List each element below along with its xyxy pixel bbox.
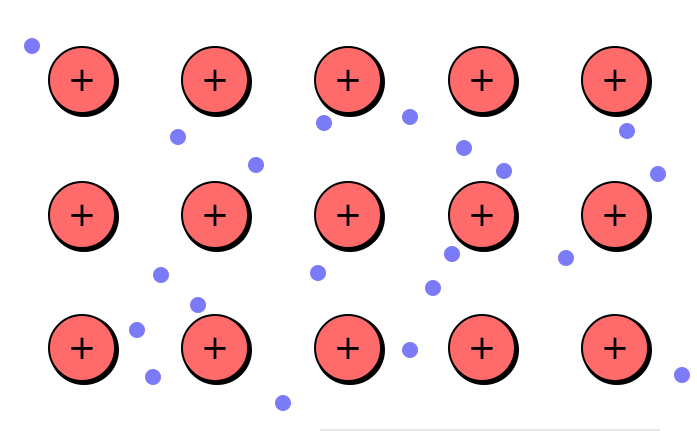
plus-sign-icon: +	[334, 328, 363, 368]
electron	[248, 157, 264, 173]
plus-sign-icon: +	[468, 195, 497, 235]
positive-ion: +	[48, 46, 119, 117]
ion-circle	[181, 46, 249, 114]
electron	[129, 322, 145, 338]
electron	[316, 115, 332, 131]
electron	[275, 395, 291, 411]
plus-sign-icon: +	[201, 328, 230, 368]
electron	[145, 369, 161, 385]
electron	[674, 367, 690, 383]
ion-circle	[581, 46, 649, 114]
electron	[444, 246, 460, 262]
plus-sign-icon: +	[68, 60, 97, 100]
plus-sign-icon: +	[68, 195, 97, 235]
positive-ion: +	[314, 181, 385, 252]
positive-ion: +	[448, 314, 519, 385]
plus-sign-icon: +	[68, 328, 97, 368]
plus-sign-icon: +	[601, 60, 630, 100]
positive-ion: +	[448, 181, 519, 252]
positive-ion: +	[181, 46, 252, 117]
electron	[153, 267, 169, 283]
plus-sign-icon: +	[201, 195, 230, 235]
positive-ion: +	[181, 181, 252, 252]
positive-ion: +	[48, 181, 119, 252]
ion-circle	[48, 181, 116, 249]
electron	[190, 297, 206, 313]
ion-circle	[314, 181, 382, 249]
positive-ion-lattice: + + + + + + + + + + + + + + +	[48, 46, 652, 385]
plus-sign-icon: +	[601, 328, 630, 368]
ion-circle	[48, 314, 116, 382]
positive-ion: +	[314, 314, 385, 385]
ion-circle	[48, 46, 116, 114]
ion-circle	[181, 181, 249, 249]
plus-sign-icon: +	[334, 60, 363, 100]
positive-ion: +	[581, 46, 652, 117]
electron	[650, 166, 666, 182]
electron	[402, 342, 418, 358]
electron	[170, 129, 186, 145]
plus-sign-icon: +	[468, 60, 497, 100]
plus-sign-icon: +	[201, 60, 230, 100]
ion-circle	[181, 314, 249, 382]
positive-ion: +	[581, 314, 652, 385]
positive-ion: +	[181, 314, 252, 385]
electron	[558, 250, 574, 266]
positive-ion: +	[48, 314, 119, 385]
electron	[310, 265, 326, 281]
ion-circle	[448, 181, 516, 249]
ion-circle	[314, 46, 382, 114]
electron-sea	[24, 38, 690, 411]
ion-circle	[581, 181, 649, 249]
positive-ion: +	[314, 46, 385, 117]
electron	[24, 38, 40, 54]
electron	[619, 123, 635, 139]
electron	[496, 163, 512, 179]
electron	[456, 140, 472, 156]
positive-ion: +	[581, 181, 652, 252]
electron	[425, 280, 441, 296]
ion-circle	[448, 46, 516, 114]
plus-sign-icon: +	[468, 328, 497, 368]
electron	[402, 109, 418, 125]
ion-circle	[314, 314, 382, 382]
plus-sign-icon: +	[334, 195, 363, 235]
ion-circle	[448, 314, 516, 382]
ion-circle	[581, 314, 649, 382]
plus-sign-icon: +	[601, 195, 630, 235]
positive-ion: +	[448, 46, 519, 117]
